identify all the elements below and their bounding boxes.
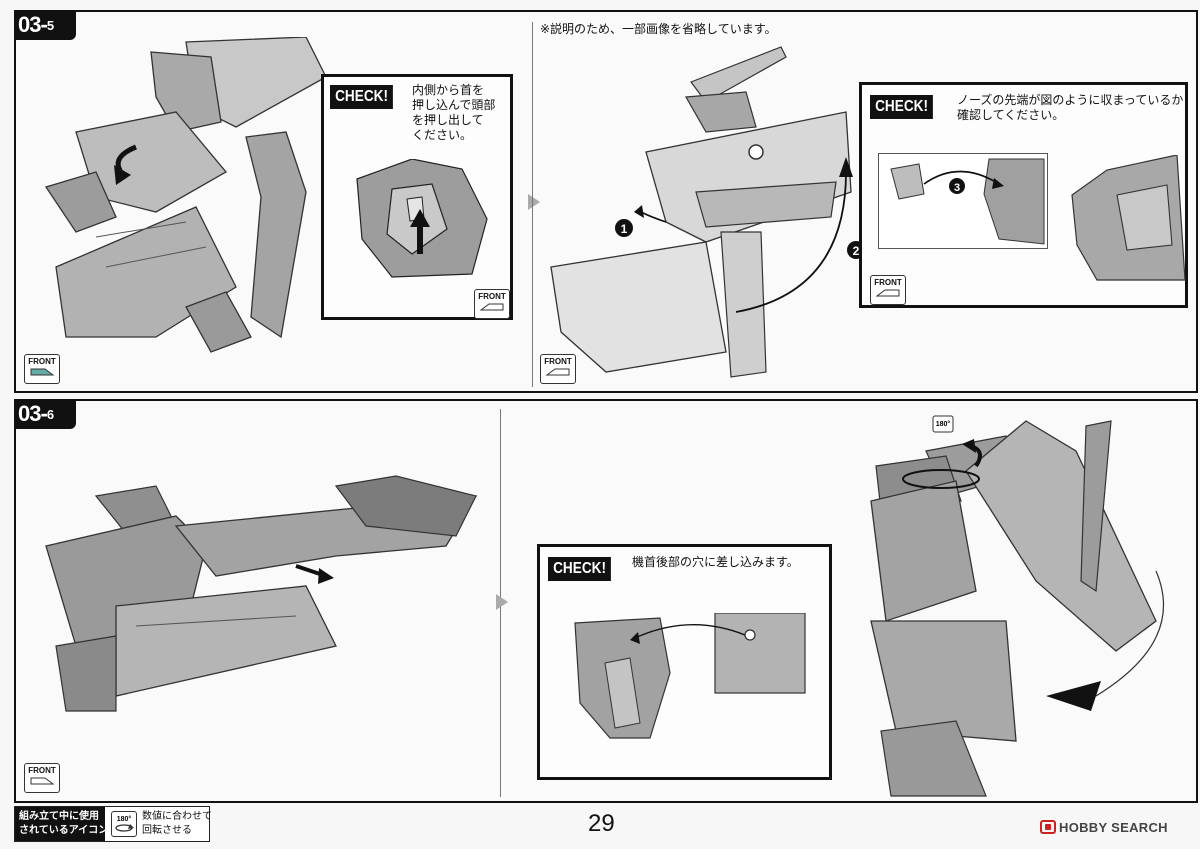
front-orientation-badge: FRONT [24, 763, 60, 793]
rotate-180-badge [932, 415, 954, 433]
svg-text:180°: 180° [117, 815, 132, 823]
omission-note: ※説明のため、一部画像を省略しています。 [540, 22, 777, 36]
check-box-insert-nose: CHECK! 機首後部の穴に差し込みます。 [537, 544, 832, 780]
front-arrow-icon [479, 303, 504, 311]
front-orientation-badge: FRONT [474, 289, 510, 319]
check-instruction-line: 機首後部の穴に差し込みます。 [632, 555, 799, 569]
step-panel-03-6: 03-6 FRONT CHECK! 機首後部の穴に差し込みます。 [14, 399, 1198, 803]
front-orientation-badge: FRONT [540, 354, 576, 384]
check-instruction-line: ノーズの先端が図のように収まっているか [957, 93, 1184, 107]
front-arrow-icon [30, 368, 55, 376]
nose-tip-result-illustration [1071, 155, 1186, 281]
nose-tip-inset: 3 [878, 153, 1048, 249]
front-arrow-icon [545, 368, 570, 376]
front-orientation-badge: FRONT [24, 354, 60, 384]
step-number-tag: 03-5 [14, 10, 76, 40]
nose-unfold-illustration: 1 2 [550, 46, 865, 378]
check-instruction-line: を押し出して [412, 113, 484, 127]
callout-number: 2 [853, 244, 860, 258]
check-label: CHECK! [548, 557, 612, 581]
page-number: 29 [588, 810, 615, 837]
front-orientation-badge: FRONT [870, 275, 906, 305]
brand-logo-icon [1040, 820, 1056, 834]
check-instruction-line: 内側から首を [412, 83, 485, 97]
front-arrow-icon [30, 777, 55, 785]
next-step-arrow-icon [496, 594, 508, 610]
check-instruction-line: ください。 [412, 128, 473, 142]
head-detail-illustration [356, 159, 488, 278]
check-label: CHECK! [330, 85, 394, 109]
rotate-arrow-icon: 180° [115, 815, 134, 832]
nose-insert-illustration [574, 613, 806, 739]
rotate-degree-label: 180° [936, 420, 951, 428]
icon-legend-label: 組み立て中に使用 されているアイコン [15, 807, 108, 841]
callout-marker [615, 219, 633, 237]
icon-legend: 組み立て中に使用 されているアイコン 180° 数値に合わせて 回転させる [14, 806, 212, 842]
check-instruction-line: 確認してください。 [957, 108, 1065, 122]
step-number-tag: 03-6 [14, 399, 76, 429]
rotate-icon-description: 数値に合わせて 回転させる [142, 811, 212, 836]
step-panel-03-5: 03-5 CHECK! 内側から首を 押し込んで頭部 を押し出して ください。 [14, 10, 1198, 393]
check-label: CHECK! [870, 95, 934, 119]
check-instruction-line: 押し込んで頭部 [412, 98, 496, 112]
robot-rotate-illustration: 180° [870, 415, 1165, 797]
fighter-wing-illustration [45, 475, 478, 712]
nose-tip-inset-illustration: 3 [890, 158, 1045, 245]
robot-arm-illustration [44, 37, 326, 353]
rotate-180-icon: 180° [111, 811, 137, 837]
brand-watermark: HOBBY SEARCH [1040, 820, 1168, 835]
check-box-nose-tip: CHECK! ノーズの先端が図のように収まっているか 確認してください。 3 F… [859, 82, 1188, 308]
check-box-push-head: CHECK! 内側から首を 押し込んで頭部 を押し出して ください。 FRONT [321, 74, 513, 320]
callout-number: 1 [621, 222, 628, 236]
next-step-arrow-icon [528, 194, 540, 210]
front-arrow-icon [875, 289, 900, 297]
panel-divider [532, 22, 533, 387]
callout-number: 3 [954, 182, 960, 194]
